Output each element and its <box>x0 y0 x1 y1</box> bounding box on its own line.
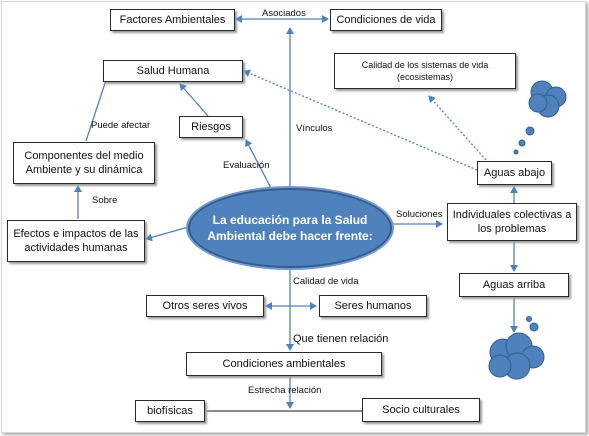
arrow-riesgos-salud <box>179 83 209 117</box>
arrow-aguas-abajo-calidad <box>428 95 487 161</box>
node-condiciones-ambientales: Condiciones ambientales <box>186 352 382 376</box>
cloud-icon-bottom <box>488 316 545 380</box>
arrow-evaluacion <box>245 139 273 191</box>
label-calidad-de-vida: Calidad de vida <box>293 276 359 287</box>
node-seres-humanos: Seres humanos <box>319 295 427 317</box>
node-aguas-arriba: Aguas arriba <box>459 273 569 297</box>
arrow-puede-afectar <box>85 73 110 142</box>
node-salud-humana: Salud Humana <box>103 60 243 82</box>
label-sobre: Sobre <box>92 195 118 206</box>
node-condiciones-de-vida: Condiciones de vida <box>330 9 442 31</box>
cloud-icon-top <box>513 80 567 155</box>
label-evaluacion: Evaluación <box>223 160 270 171</box>
node-efectos: Efectos e impactos de las actividades hu… <box>7 220 145 262</box>
label-vinculos: Vínculos <box>296 123 333 134</box>
label-soluciones: Soluciones <box>396 209 443 220</box>
node-socio-culturales: Socio culturales <box>362 398 480 422</box>
node-individuales: Individuales colectivas a los problemas <box>447 203 577 241</box>
node-otros-seres-vivos: Otros seres vivos <box>146 295 264 317</box>
node-componentes: Componentes del medio Ambiente y su diná… <box>13 142 155 184</box>
node-biofisicas: biofísicas <box>135 400 205 422</box>
arrow-center-efectos <box>145 225 193 242</box>
label-puede-afectar: Puede afectar <box>91 120 151 131</box>
label-asociados: Asociados <box>262 8 306 19</box>
node-riesgos: Riesgos <box>179 116 243 138</box>
node-calidad-sistemas: Calidad de los sistemas de vida (ecosist… <box>334 53 516 89</box>
label-que-tienen-relacion: Que tienen relación <box>293 333 389 345</box>
node-aguas-abajo: Aguas abajo <box>477 161 552 185</box>
node-factores-ambientales: Factores Ambientales <box>110 9 235 31</box>
label-estrecha-relacion: Estrecha relación <box>248 385 322 396</box>
central-topic: La educación para la Salud Ambiental deb… <box>188 188 392 268</box>
